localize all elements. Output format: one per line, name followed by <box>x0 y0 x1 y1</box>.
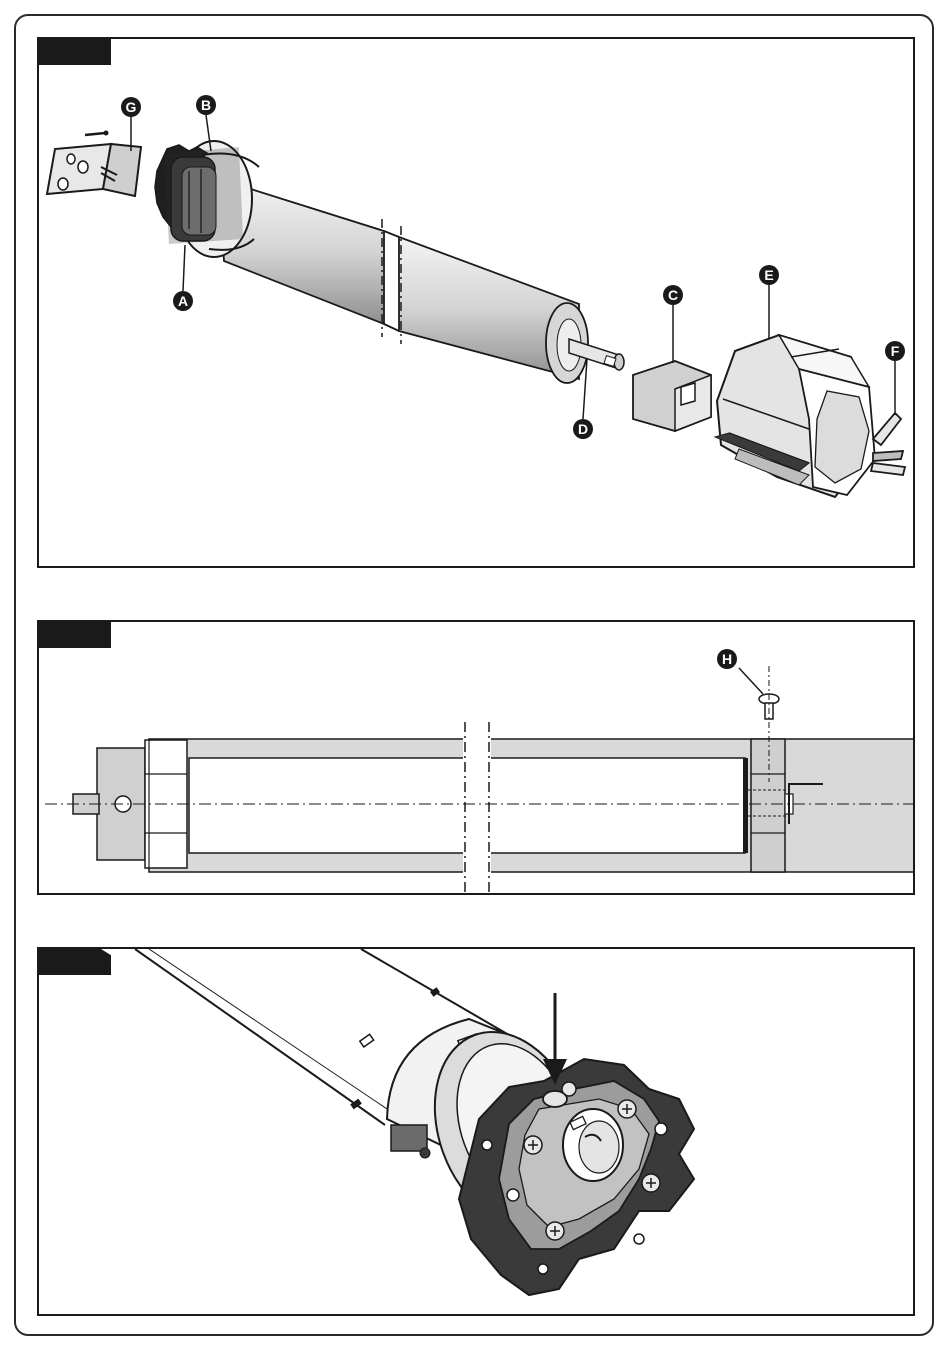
callout-h: H <box>717 649 737 669</box>
adapter-c-part <box>633 361 711 431</box>
callout-c: C <box>663 285 683 305</box>
svg-text:G: G <box>126 99 137 115</box>
svg-text:B: B <box>201 97 211 113</box>
crown-e-part <box>715 335 875 497</box>
svg-text:C: C <box>668 287 678 303</box>
callout-g: G <box>121 97 141 117</box>
figure-1-drawing: G B A C E F D <box>39 39 915 568</box>
callout-e: E <box>759 265 779 285</box>
bracket-g-part <box>47 131 141 197</box>
figure-1-panel: G B A C E F D <box>37 37 915 568</box>
callout-f: F <box>885 341 905 361</box>
callout-d: D <box>573 419 593 439</box>
leader-line-a <box>183 245 185 291</box>
svg-text:E: E <box>764 267 773 283</box>
roller-tube-section <box>149 722 915 892</box>
figure-3-panel <box>37 947 915 1316</box>
svg-text:F: F <box>891 343 900 359</box>
figure-3-drawing <box>39 949 915 1316</box>
figure-2-panel: H <box>37 620 915 895</box>
callout-b: B <box>196 95 216 115</box>
svg-text:A: A <box>178 293 188 309</box>
setting-button <box>543 1091 567 1107</box>
callout-a: A <box>173 291 193 311</box>
figure-2-drawing: H <box>39 622 915 895</box>
motor-tube-part <box>219 179 588 383</box>
clip-f-part <box>871 413 905 475</box>
svg-text:D: D <box>578 421 588 437</box>
svg-text:H: H <box>722 651 732 667</box>
